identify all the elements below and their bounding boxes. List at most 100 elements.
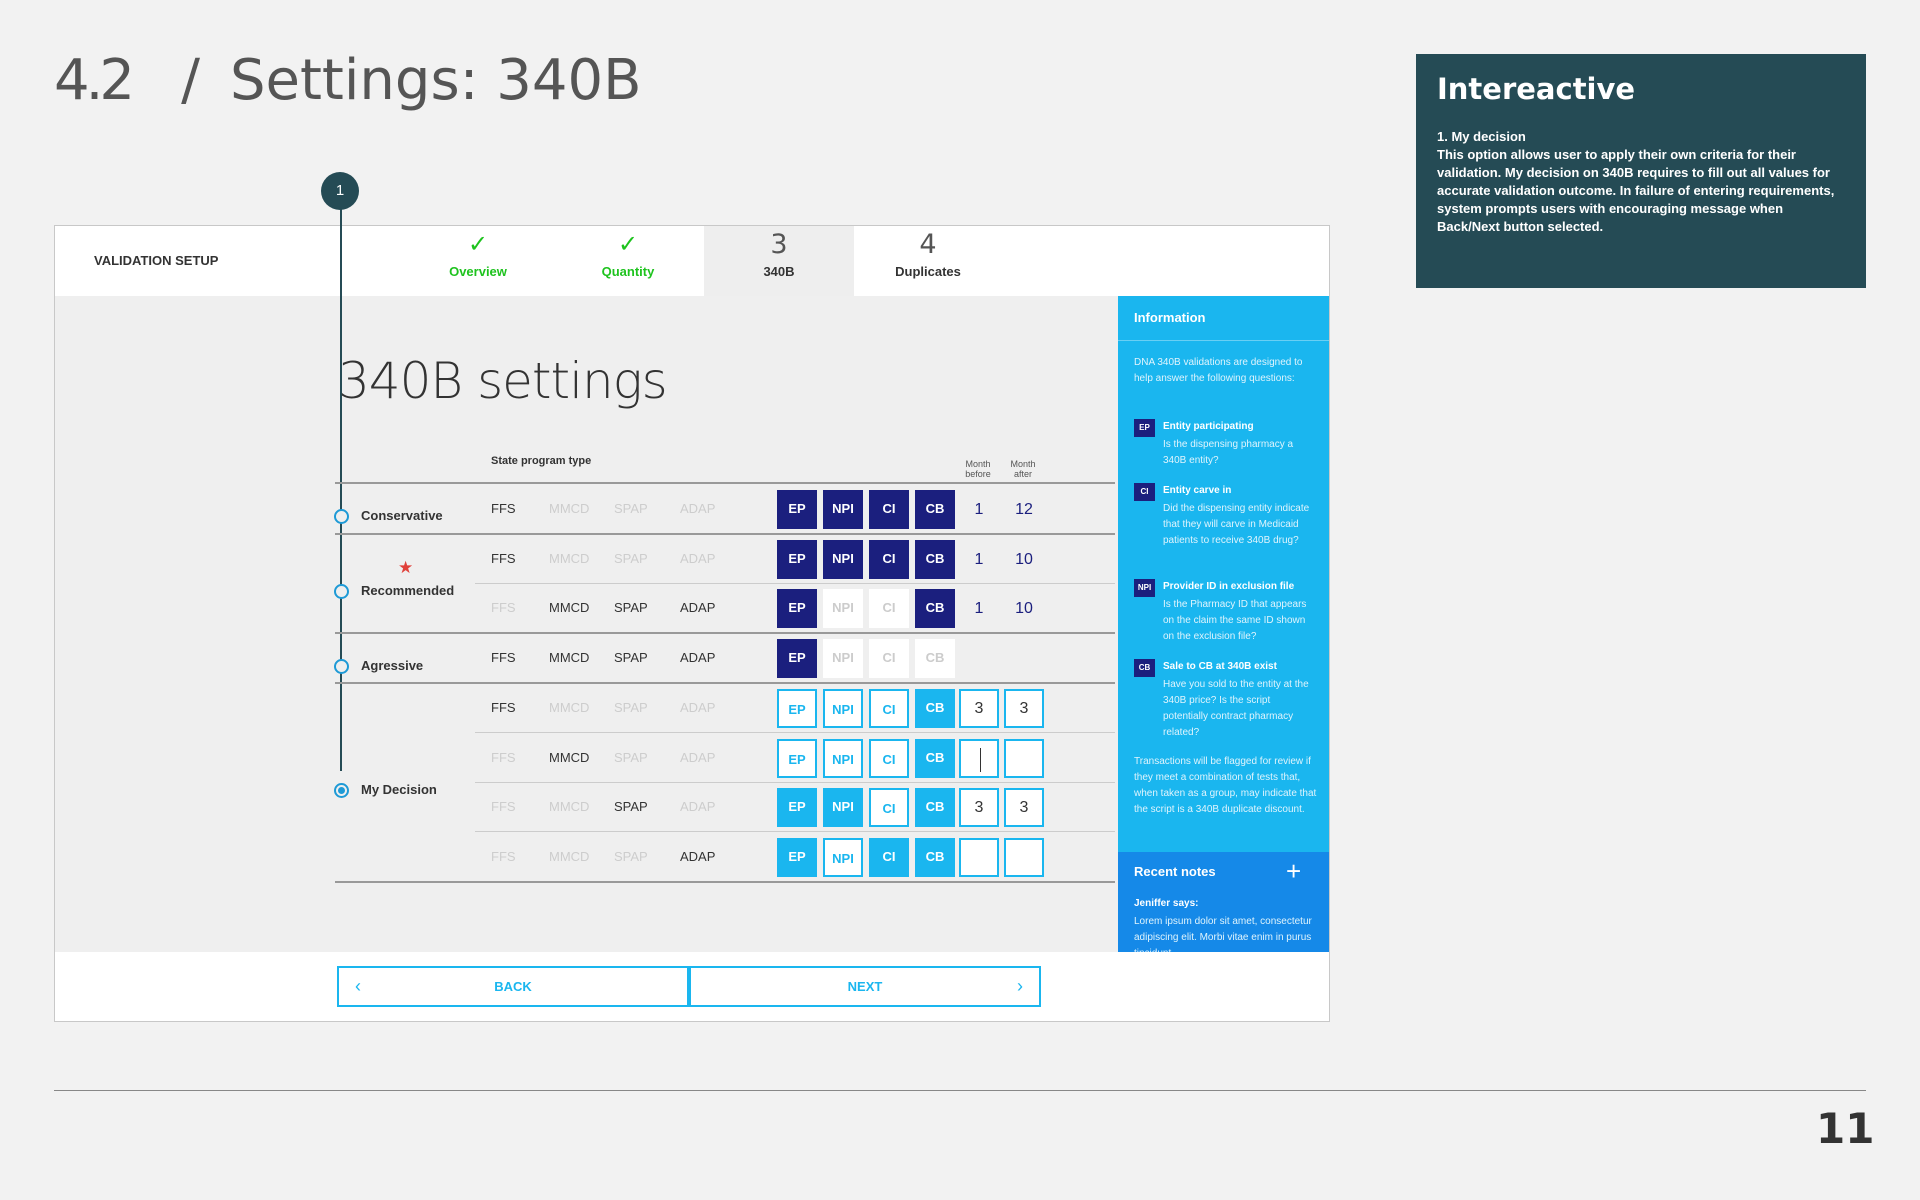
- program-type-ffs[interactable]: FFS: [491, 799, 516, 814]
- program-type-ffs[interactable]: FFS: [491, 551, 516, 566]
- program-type-mmcd[interactable]: MMCD: [549, 849, 590, 864]
- step-340b[interactable]: 3 340B: [704, 226, 854, 296]
- radio-my-decision[interactable]: [334, 783, 349, 798]
- definition-desc: Is the dispensing pharmacy a 340B entity…: [1163, 439, 1294, 466]
- program-type-ffs[interactable]: FFS: [491, 750, 516, 765]
- radio-conservative[interactable]: [334, 509, 349, 524]
- criteria-toggle-ci[interactable]: CI: [869, 589, 909, 628]
- criteria-toggle-cb[interactable]: CB: [915, 589, 955, 628]
- step-number: 3: [770, 229, 788, 260]
- program-type-ffs[interactable]: FFS: [491, 600, 516, 615]
- program-type-adap[interactable]: ADAP: [680, 849, 716, 864]
- information-heading: Information: [1134, 310, 1206, 325]
- criteria-toggle-cb[interactable]: CB: [915, 838, 955, 877]
- criteria-toggle-npi[interactable]: NPI: [823, 689, 863, 728]
- criteria-toggle-npi[interactable]: NPI: [823, 739, 863, 778]
- next-button[interactable]: › NEXT: [689, 966, 1041, 1007]
- step-quantity[interactable]: ✓ Quantity: [553, 226, 703, 296]
- program-type-adap[interactable]: ADAP: [680, 799, 716, 814]
- section-number: 4.2: [54, 48, 135, 113]
- program-type-mmcd[interactable]: MMCD: [549, 750, 590, 765]
- criteria-toggle-npi[interactable]: NPI: [823, 540, 863, 579]
- criteria-toggle-cb[interactable]: CB: [915, 540, 955, 579]
- criteria-toggle-ci[interactable]: CI: [869, 739, 909, 778]
- row-divider: [335, 482, 1115, 484]
- program-type-ffs[interactable]: FFS: [491, 650, 516, 665]
- criteria-toggle-cb[interactable]: CB: [915, 788, 955, 827]
- option-label-my-decision[interactable]: My Decision: [361, 782, 437, 797]
- criteria-toggle-ci[interactable]: CI: [869, 490, 909, 529]
- month-after-input[interactable]: [1004, 838, 1044, 877]
- criteria-toggle-npi[interactable]: NPI: [823, 589, 863, 628]
- option-label-conservative[interactable]: Conservative: [361, 508, 443, 523]
- step-header: VALIDATION SETUP ✓ Overview ✓ Quantity 3…: [55, 226, 1329, 296]
- information-intro: DNA 340B validations are designed to hel…: [1134, 357, 1303, 384]
- criteria-toggle-ep[interactable]: EP: [777, 739, 817, 778]
- program-type-spap[interactable]: SPAP: [614, 600, 648, 615]
- program-type-spap[interactable]: SPAP: [614, 650, 648, 665]
- add-note-icon[interactable]: +: [1286, 856, 1302, 886]
- criteria-toggle-ci[interactable]: CI: [869, 788, 909, 827]
- criteria-toggle-npi[interactable]: NPI: [823, 490, 863, 529]
- criteria-toggle-cb[interactable]: CB: [915, 490, 955, 529]
- radio-agressive[interactable]: [334, 659, 349, 674]
- program-type-mmcd[interactable]: MMCD: [549, 700, 590, 715]
- program-type-ffs[interactable]: FFS: [491, 501, 516, 516]
- criteria-toggle-ep[interactable]: EP: [777, 689, 817, 728]
- criteria-toggle-npi[interactable]: NPI: [823, 639, 863, 678]
- criteria-toggle-ep[interactable]: EP: [777, 490, 817, 529]
- criteria-toggle-ci[interactable]: CI: [869, 838, 909, 877]
- program-type-adap[interactable]: ADAP: [680, 501, 716, 516]
- criteria-toggle-cb[interactable]: CB: [915, 689, 955, 728]
- criteria-toggle-npi[interactable]: NPI: [823, 838, 863, 877]
- program-type-mmcd[interactable]: MMCD: [549, 600, 590, 615]
- program-type-spap[interactable]: SPAP: [614, 501, 648, 516]
- step-overview[interactable]: ✓ Overview: [403, 226, 553, 296]
- back-button[interactable]: ‹ BACK: [337, 966, 689, 1007]
- program-type-adap[interactable]: ADAP: [680, 600, 716, 615]
- program-type-mmcd[interactable]: MMCD: [549, 501, 590, 516]
- row-divider: [475, 583, 1115, 584]
- program-type-spap[interactable]: SPAP: [614, 750, 648, 765]
- program-type-adap[interactable]: ADAP: [680, 750, 716, 765]
- program-type-mmcd[interactable]: MMCD: [549, 799, 590, 814]
- program-type-spap[interactable]: SPAP: [614, 799, 648, 814]
- row-divider: [475, 732, 1115, 733]
- program-type-adap[interactable]: ADAP: [680, 700, 716, 715]
- month-before-input[interactable]: [959, 739, 999, 778]
- month-after-input[interactable]: 3: [1004, 788, 1044, 827]
- program-type-adap[interactable]: ADAP: [680, 650, 716, 665]
- month-after-input[interactable]: [1004, 739, 1044, 778]
- criteria-toggle-ep[interactable]: EP: [777, 589, 817, 628]
- criteria-toggle-cb[interactable]: CB: [915, 739, 955, 778]
- criteria-toggle-npi[interactable]: NPI: [823, 788, 863, 827]
- month-before-input[interactable]: 3: [959, 689, 999, 728]
- month-before-input[interactable]: 3: [959, 788, 999, 827]
- month-before-value: 1: [974, 600, 984, 617]
- option-label-agressive[interactable]: Agressive: [361, 658, 424, 673]
- month-after-value: 10: [1015, 551, 1033, 568]
- program-type-spap[interactable]: SPAP: [614, 700, 648, 715]
- program-type-mmcd[interactable]: MMCD: [549, 551, 590, 566]
- program-type-adap[interactable]: ADAP: [680, 551, 716, 566]
- column-header-program-type: State program type: [491, 455, 592, 467]
- month-before-input[interactable]: [959, 838, 999, 877]
- criteria-toggle-ci[interactable]: CI: [869, 639, 909, 678]
- program-type-ffs[interactable]: FFS: [491, 849, 516, 864]
- criteria-toggle-cb[interactable]: CB: [915, 639, 955, 678]
- step-duplicates[interactable]: 4 Duplicates: [853, 226, 1003, 296]
- month-after-input[interactable]: 3: [1004, 689, 1044, 728]
- program-type-mmcd[interactable]: MMCD: [549, 650, 590, 665]
- program-type-ffs[interactable]: FFS: [491, 700, 516, 715]
- criteria-toggle-ci[interactable]: CI: [869, 689, 909, 728]
- program-type-spap[interactable]: SPAP: [614, 849, 648, 864]
- criteria-toggle-ep[interactable]: EP: [777, 639, 817, 678]
- criteria-toggle-ep[interactable]: EP: [777, 838, 817, 877]
- criteria-toggle-ci[interactable]: CI: [869, 540, 909, 579]
- option-label-recommended[interactable]: Recommended: [361, 583, 455, 598]
- criteria-toggle-ep[interactable]: EP: [777, 540, 817, 579]
- radio-recommended[interactable]: [334, 584, 349, 599]
- row-divider: [475, 782, 1115, 783]
- criteria-toggle-ep[interactable]: EP: [777, 788, 817, 827]
- program-type-spap[interactable]: SPAP: [614, 551, 648, 566]
